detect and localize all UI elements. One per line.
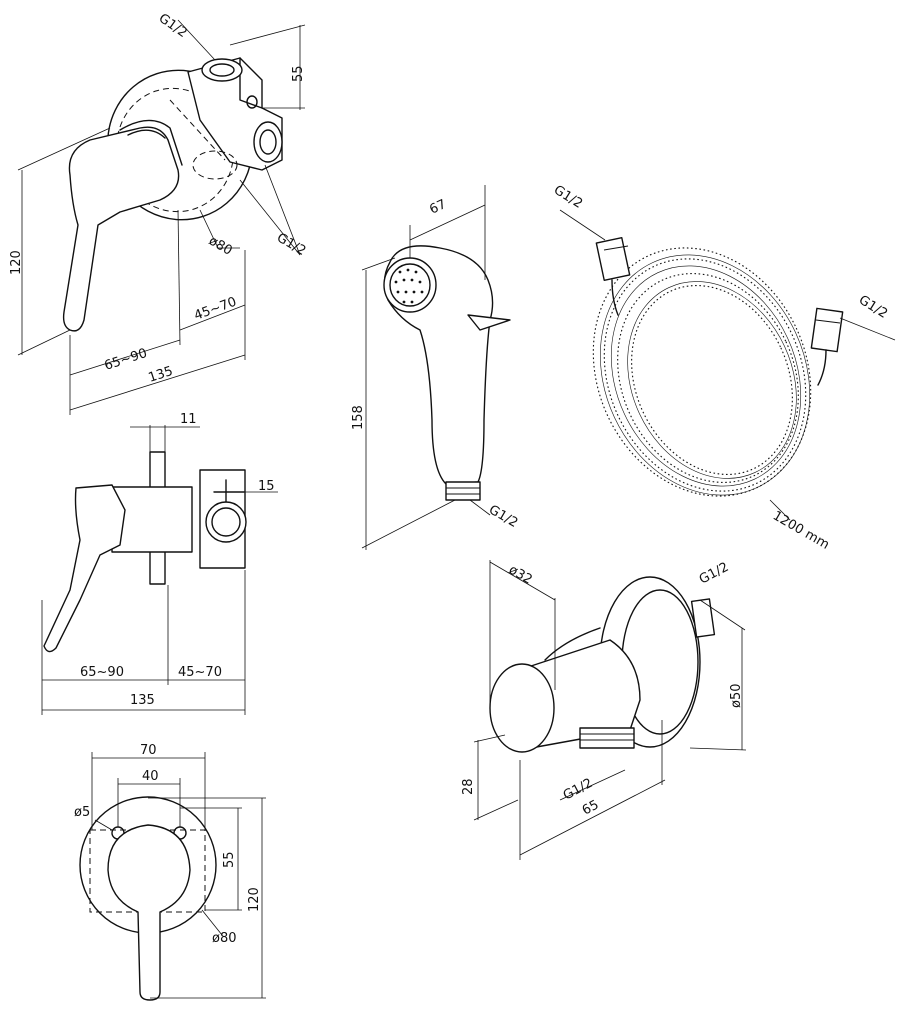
holder-thread-top-label: G1/2 — [697, 560, 731, 588]
mixer-front-view: 70 40 ø5 55 120 ø80 — [74, 743, 266, 1001]
mixer-iso-depth-front-label: 65~90 — [103, 346, 149, 374]
holder-diameter-small-label: ø32 — [506, 562, 535, 587]
front-hole-diameter-label: ø5 — [74, 805, 90, 820]
hose-length-label: 1200 mm — [770, 508, 832, 552]
sprayer-thread-label: G1/2 — [486, 502, 520, 530]
mixer-iso-depth-total-label: 135 — [147, 364, 175, 386]
front-width-outer-label: 70 — [140, 743, 157, 758]
mixer-iso-diameter-label: ø80 — [206, 233, 235, 258]
mixer-isometric-view: G1/2 55 120 G1/2 ø80 65~90 45~70 135 — [9, 11, 308, 415]
mixer-iso-depth-back-label: 45~70 — [192, 295, 238, 324]
hand-sprayer: 67 158 G1/2 — [351, 185, 520, 550]
wall-holder: ø32 G1/2 ø50 28 G1/2 65 — [461, 560, 747, 860]
holder-height-label: 28 — [461, 778, 476, 795]
mixer-side-view: 11 15 65~90 45~70 135 — [41, 412, 278, 715]
sprayer-nozzle-holes — [394, 268, 424, 304]
side-depth-back-label: 45~70 — [178, 665, 222, 680]
front-plate-diameter-label: ø80 — [212, 931, 237, 946]
flexible-hose: G1/2 G1/2 1200 mm — [551, 183, 896, 553]
hose-thread-right-label: G1/2 — [856, 293, 890, 322]
side-inlet-size-label: 15 — [258, 479, 275, 494]
holder-diameter-large-label: ø50 — [729, 684, 744, 709]
mixer-iso-total-height-label: 120 — [9, 250, 24, 275]
side-depth-front-label: 65~90 — [80, 665, 124, 680]
side-depth-total-label: 135 — [130, 693, 155, 708]
mixer-iso-inlet-top-label: G1/2 — [156, 11, 190, 41]
mixer-iso-inlet-side-label: G1/2 — [274, 230, 308, 258]
hose-thread-left-label: G1/2 — [551, 183, 585, 212]
front-hole-spacing-label: 55 — [222, 851, 237, 868]
front-width-inner-label: 40 — [142, 769, 159, 784]
sprayer-length-label: 158 — [351, 405, 366, 430]
mixer-iso-height-label: 55 — [291, 65, 306, 82]
front-total-height-label: 120 — [247, 887, 262, 912]
side-plate-thickness-label: 11 — [180, 412, 197, 427]
sprayer-width-label: 67 — [427, 197, 448, 218]
holder-depth-label: 65 — [580, 798, 602, 819]
